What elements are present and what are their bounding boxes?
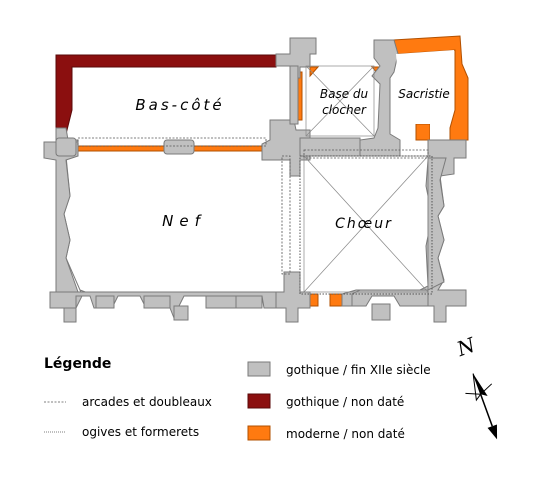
- label-bas-cote: Bas-côté: [135, 96, 224, 114]
- legend-gothique-nd-label: gothique / non daté: [286, 395, 404, 409]
- label-nef: Nef: [162, 212, 206, 230]
- label-choeur: Chœur: [335, 216, 393, 232]
- arcades-lines: [77, 137, 429, 275]
- legend-moderne-nd-swatch: [247, 425, 271, 441]
- legend-gothique-nd-swatch: [247, 393, 271, 409]
- legend-gothique-fin-label: gothique / fin XIIe siècle: [286, 363, 431, 377]
- legend-arcades-label: arcades et doubleaux: [82, 395, 212, 409]
- walls-gothique-non-date: [55, 54, 277, 135]
- legend-moderne-nd-label: moderne / non daté: [286, 427, 405, 441]
- north-arrow-icon: [465, 373, 498, 440]
- label-sacristie: Sacristie: [398, 87, 450, 101]
- room-labels: Bas-côté Nef Chœur Base du clocher Sacri…: [135, 87, 449, 232]
- legend: Légende arcades et doubleaux ogives et f…: [44, 356, 431, 441]
- north-label: N: [453, 332, 480, 361]
- legend-title: Légende: [44, 356, 111, 372]
- label-base-clocher-1: Base du: [320, 87, 369, 101]
- legend-ogives-label: ogives et formerets: [82, 425, 199, 439]
- legend-gothique-fin-swatch: [247, 361, 271, 377]
- ogives-lines: [299, 65, 433, 295]
- label-base-clocher-2: clocher: [322, 103, 367, 117]
- walls-gothique-fin-xiie: [43, 37, 467, 323]
